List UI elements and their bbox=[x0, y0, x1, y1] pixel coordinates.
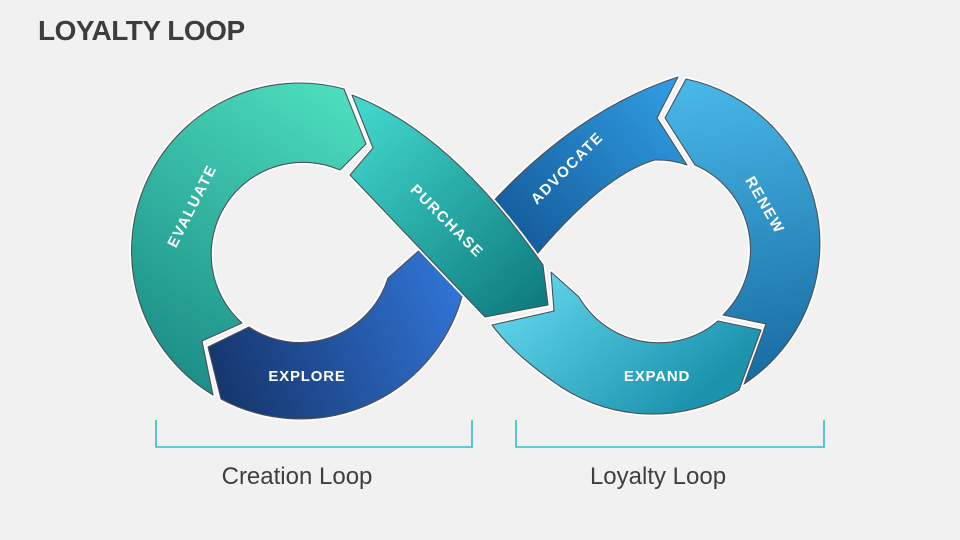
loop-brackets: Creation Loop Loyalty Loop bbox=[155, 420, 825, 490]
creation-loop-bracket bbox=[155, 420, 473, 448]
segment-explore bbox=[208, 247, 464, 419]
loyalty-loop-label: Loyalty Loop bbox=[590, 463, 726, 490]
explore-label: EXPLORE bbox=[268, 368, 345, 385]
loyalty-loop-bracket bbox=[515, 420, 825, 448]
page-title: LOYALTY LOOP bbox=[38, 15, 245, 46]
creation-loop-label: Creation Loop bbox=[222, 463, 373, 490]
expand-label: EXPAND bbox=[624, 368, 690, 385]
